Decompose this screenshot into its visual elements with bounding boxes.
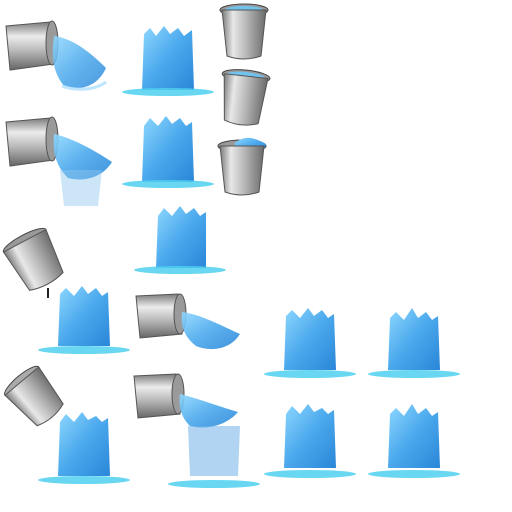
water-splash-sprite [36,284,132,364]
bucket-body [5,20,59,71]
bucket-pouring-sprite [2,16,112,98]
water-splash-sprite [262,402,358,482]
water-splash-sprite [366,306,462,386]
bucket-pouring-sprite [2,112,114,208]
water-splash-sprite [120,24,216,108]
bucket-full-sprite [218,2,270,62]
bucket-empty-tipped-sprite [0,365,72,432]
falling-water [60,170,102,206]
water-splash-sprite [262,306,358,386]
water-splash-sprite [36,410,132,490]
bucket-pouring-sprite [130,370,242,434]
water-stream [53,134,112,180]
water-stream [181,312,240,350]
water-splash-sprite [120,112,216,196]
bucket-pouring-sprite [132,290,244,360]
water-stream [179,394,238,428]
splash-puddle [122,88,214,96]
splash-column [142,26,194,90]
bucket-tilted-full-sprite [216,66,272,128]
water-splash-sprite [132,204,228,284]
water-stream [52,36,106,89]
bucket-overflowing-sprite [214,134,274,200]
water-splash-faded-sprite [166,412,262,492]
water-splash-sprite [366,402,462,482]
bucket-tipped-sprite [0,227,72,300]
